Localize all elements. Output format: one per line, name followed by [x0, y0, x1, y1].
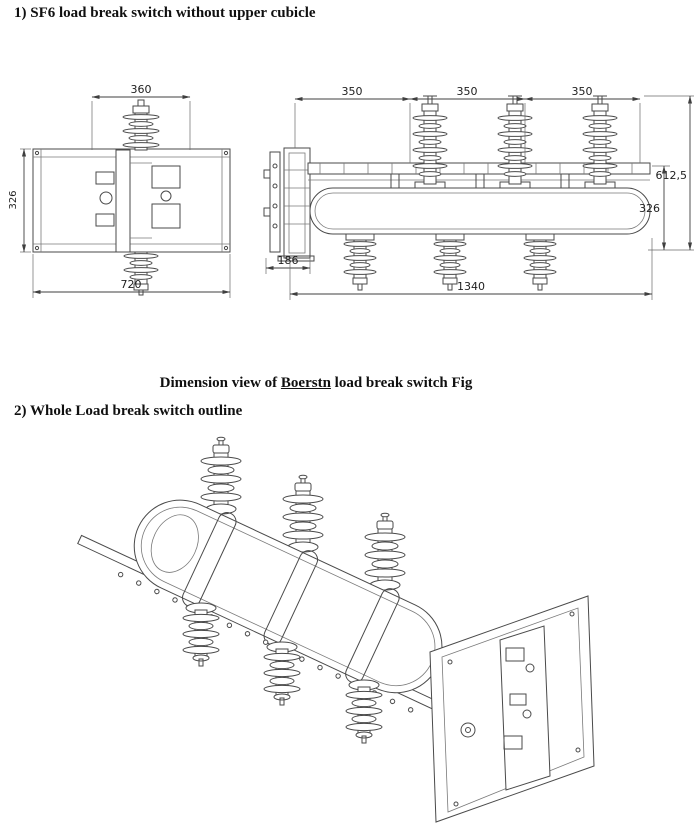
dim-label-720: 720: [121, 278, 142, 291]
top-insulator: [122, 99, 160, 151]
caption-brand-name: Boerstn: [280, 375, 331, 391]
figure1-caption: Dimension view of Boerstn load break swi…: [0, 375, 632, 392]
dim-label-350-2: 350: [457, 85, 478, 98]
dimension-phase-spacing: 350 350 350: [294, 85, 641, 163]
dim-label-612-5: 612,5: [656, 169, 688, 182]
caption-suffix: load break switch Fig: [330, 375, 473, 391]
bottom-insulator-phase-b: [433, 239, 467, 291]
dimension-bottom-width: 720: [32, 254, 231, 298]
top-insulator-phase-c: [582, 95, 618, 185]
dimension-side-height: 326: [8, 148, 31, 253]
top-insulator-phase-a: [412, 95, 448, 185]
dimension-top-width: 360: [91, 83, 191, 150]
dimension-total-height: 612,5: [644, 95, 694, 251]
top-bushing-phase-b: [282, 474, 324, 553]
top-bushing-phase-c: [364, 512, 406, 591]
bottom-bushings-3d: [182, 602, 383, 744]
dim-label-186: 186: [278, 254, 299, 267]
bottom-bushing-phase-b: [263, 641, 301, 706]
bottom-insulator-phase-c: [523, 239, 557, 291]
bottom-bushing-phase-c: [345, 679, 383, 744]
top-bushing-phase-a: [200, 436, 242, 515]
top-insulators: [412, 95, 618, 185]
dim-label-350-1: 350: [342, 85, 363, 98]
dim-label-350-3: 350: [572, 85, 593, 98]
section1-heading: 1) SF6 load break switch without upper c…: [14, 5, 316, 21]
figure1-right-view: 350 350 350 612,5 326 186: [263, 85, 694, 300]
dimension-lower-height: 326: [639, 165, 670, 251]
dim-label-1340: 1340: [457, 280, 485, 293]
dimension-total-width: 1340: [289, 238, 653, 300]
dimension-mech-depth: 186: [265, 254, 311, 274]
mounting-frame: [32, 148, 231, 253]
dim-label-360: 360: [131, 83, 152, 96]
figure1-left-view: 360 720 326: [8, 83, 231, 298]
caption-prefix: Dimension view of: [159, 375, 281, 391]
dim-label-side: 326: [8, 190, 19, 209]
figure2-isometric: [77, 436, 595, 823]
top-insulator-phase-b: [497, 95, 533, 185]
bottom-bushing-phase-a: [182, 602, 220, 667]
bottom-insulator-phase-a: [343, 239, 377, 291]
mounting-frame-3d: [429, 595, 595, 823]
switch-mechanism: [95, 149, 181, 253]
section2-heading: 2) Whole Load break switch outline: [14, 403, 243, 419]
top-bushings-3d: [200, 436, 406, 591]
operating-mechanism: [263, 147, 315, 262]
dim-label-326: 326: [639, 202, 660, 215]
bottom-insulator: [123, 251, 159, 296]
bottom-insulators: [343, 239, 557, 291]
